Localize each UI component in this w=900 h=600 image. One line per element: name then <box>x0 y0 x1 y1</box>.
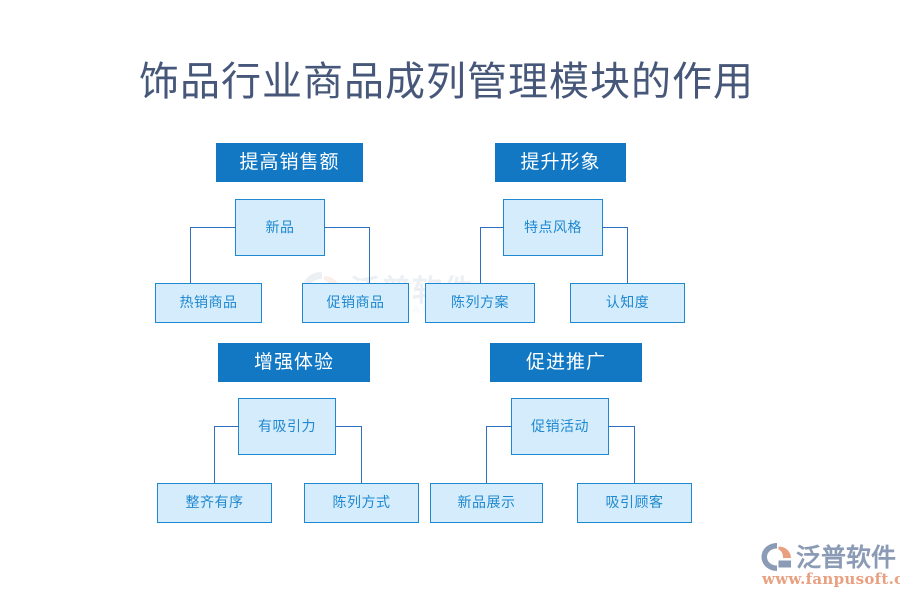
node-image-child-0: 陈列方案 <box>425 283 535 323</box>
connector-promotion-right-v <box>634 426 635 483</box>
connector-sales-right-h <box>324 227 370 228</box>
connector-experience-left-h <box>214 426 239 427</box>
node-experience-parent: 有吸引力 <box>238 398 336 455</box>
connector-sales-left-v <box>190 227 191 283</box>
connector-sales-right-v <box>369 227 370 283</box>
node-promotion-child-0: 新品展示 <box>430 483 543 523</box>
group-header-promotion: 促进推广 <box>490 343 642 382</box>
brand-logo: 泛普软件 www.fanpusoft.com <box>760 538 900 590</box>
connector-sales-left-h <box>190 227 236 228</box>
connector-promotion-left-v <box>486 426 487 483</box>
connector-promotion-right-h <box>608 426 635 427</box>
connector-experience-right-h <box>335 426 362 427</box>
brand-name: 泛普软件 <box>796 543 897 572</box>
connector-image-left-v <box>480 227 481 283</box>
fanpu-logo-mark-icon <box>761 543 791 571</box>
node-promotion-child-1: 吸引顾客 <box>577 483 692 523</box>
connector-experience-right-v <box>361 426 362 483</box>
brand-url: www.fanpusoft.com <box>762 570 900 588</box>
group-header-sales: 提高销售额 <box>216 143 363 182</box>
node-promotion-parent: 促销活动 <box>511 398 609 455</box>
connector-image-right-h <box>602 227 628 228</box>
page-title: 饰品行业商品成列管理模块的作用 <box>139 59 754 105</box>
group-header-image: 提升形象 <box>495 143 626 182</box>
node-sales-child-1: 促销商品 <box>302 283 409 323</box>
connector-image-left-h <box>480 227 504 228</box>
connector-promotion-left-h <box>486 426 512 427</box>
connector-image-right-v <box>627 227 628 283</box>
node-image-child-1: 认知度 <box>570 283 685 323</box>
group-header-experience: 增强体验 <box>218 343 370 382</box>
node-sales-child-0: 热销商品 <box>155 283 262 323</box>
node-experience-child-0: 整齐有序 <box>157 483 272 523</box>
node-image-parent: 特点风格 <box>503 199 603 256</box>
connector-experience-left-v <box>214 426 215 483</box>
node-sales-parent: 新品 <box>235 199 325 256</box>
node-experience-child-1: 陈列方式 <box>304 483 419 523</box>
